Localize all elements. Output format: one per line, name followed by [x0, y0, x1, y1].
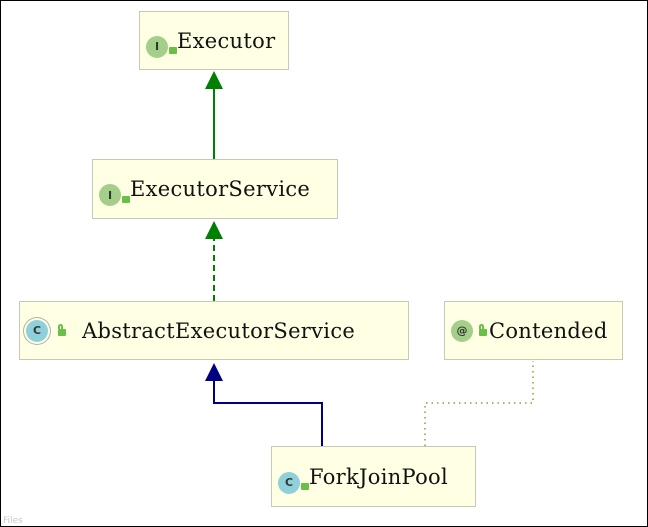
annotation-icon: @	[451, 319, 473, 342]
public-icon	[301, 483, 309, 490]
node-label: ExecutorService	[130, 177, 311, 201]
node-executorservice[interactable]: I ExecutorService	[92, 159, 338, 219]
abstract-class-icon: C	[26, 319, 48, 342]
public-icon	[169, 47, 177, 54]
node-contended[interactable]: @ Contended	[444, 301, 623, 360]
public-icon	[479, 324, 487, 336]
edge-forkjoinpool-abstractexecutorservice	[213, 381, 323, 446]
public-icon	[58, 324, 66, 336]
node-abstractexecutorservice[interactable]: C AbstractExecutorService	[19, 301, 409, 360]
footer-label: Files	[3, 516, 23, 526]
arrowhead-abstractexecutorservice	[205, 363, 223, 381]
edge-forkjoinpool-contended	[424, 361, 534, 446]
node-label: AbstractExecutorService	[82, 318, 356, 343]
node-label: Contended	[489, 318, 608, 343]
class-icon: C	[278, 471, 300, 494]
node-executor[interactable]: I Executor	[139, 11, 289, 70]
arrowhead-executorservice	[205, 221, 223, 239]
node-forkjoinpool[interactable]: C ForkJoinPool	[271, 446, 476, 507]
public-icon	[122, 195, 130, 203]
arrowhead-executor	[205, 71, 223, 89]
node-label: Executor	[177, 28, 276, 53]
node-label: ForkJoinPool	[309, 464, 449, 489]
interface-icon: I	[146, 35, 168, 58]
interface-icon: I	[99, 184, 121, 206]
